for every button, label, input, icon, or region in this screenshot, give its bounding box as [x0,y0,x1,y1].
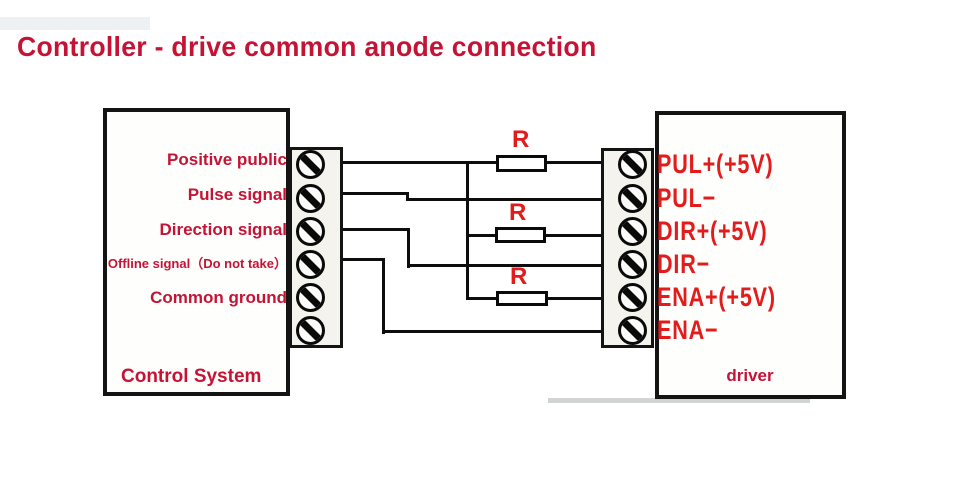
resistor-2 [495,227,546,243]
screw-slot [298,219,322,243]
resistor-3-label: R [510,263,528,290]
wire-direction-v [407,228,410,268]
wire-pulse-a [342,192,409,195]
pin-label-pul-plus: PUL+(+5V) [657,149,774,179]
wire-resistor3-right-lead [546,297,604,300]
pin-label-direction-signal: Direction signal [159,220,287,239]
screw-terminal-icon [618,149,647,179]
controller-terminal-block [289,147,343,348]
wire-pulse-step [406,192,409,201]
screw-slot [621,186,644,210]
screw-terminal-icon [618,183,647,213]
wire-positive-public [342,161,498,164]
screw-slot [298,318,322,342]
pin-label-offline-signal: Offline signal（Do not take） [107,256,287,271]
screw-terminal-icon [618,315,647,345]
screw-terminal-icon [295,149,325,179]
wire-common-anode-bus [466,161,469,300]
screw-slot [621,285,644,309]
driver-box [655,111,846,399]
pin-label-ena-minus: ENA− [657,315,719,345]
wire-offline-a [342,258,385,261]
resistor-3 [496,291,548,306]
wire-resistor3-left-lead [466,297,498,300]
control-system-box [103,108,290,396]
screw-terminal-icon [295,183,325,213]
wire-direction-a [342,228,410,231]
wire-resistor1-right-lead [545,161,604,164]
wire-offline-b [382,330,604,333]
screw-terminal-icon [618,216,647,246]
screw-slot [621,318,644,342]
diagram-title: Controller - drive common anode connecti… [17,31,597,62]
wire-direction-b [407,264,604,267]
screw-terminal-icon [295,216,325,246]
screw-slot [298,186,322,210]
pin-label-common-ground: Common ground [150,288,287,307]
screw-slot [298,285,322,309]
control-system-label: Control System [121,366,262,387]
resistor-1-label: R [512,126,530,153]
screw-slot [298,152,322,176]
pin-label-positive-public: Positive public [167,150,287,169]
resistor-1 [496,155,547,172]
screw-slot [621,152,644,176]
screw-slot [621,219,644,243]
pin-label-pul-minus: PUL− [657,183,717,213]
resistor-2-label: R [509,199,527,226]
screw-terminal-icon [295,282,325,312]
driver-terminal-block [601,148,654,348]
screw-slot [298,252,322,276]
screw-terminal-icon [295,315,325,345]
pin-label-ena-plus: ENA+(+5V) [657,282,776,312]
wire-pulse-b [406,198,604,201]
wire-resistor2-right-lead [544,234,604,237]
screw-terminal-icon [295,249,325,279]
pin-label-dir-minus: DIR− [657,249,711,279]
screw-terminal-icon [618,249,647,279]
scan-artifact [0,17,150,30]
driver-label: driver [726,366,774,385]
screw-slot [621,252,644,276]
wire-offline-v [382,258,385,334]
screw-terminal-icon [618,282,647,312]
pin-label-dir-plus: DIR+(+5V) [657,216,768,246]
wire-resistor2-left-lead [466,234,497,237]
pin-label-pulse-signal: Pulse signal [187,185,287,204]
